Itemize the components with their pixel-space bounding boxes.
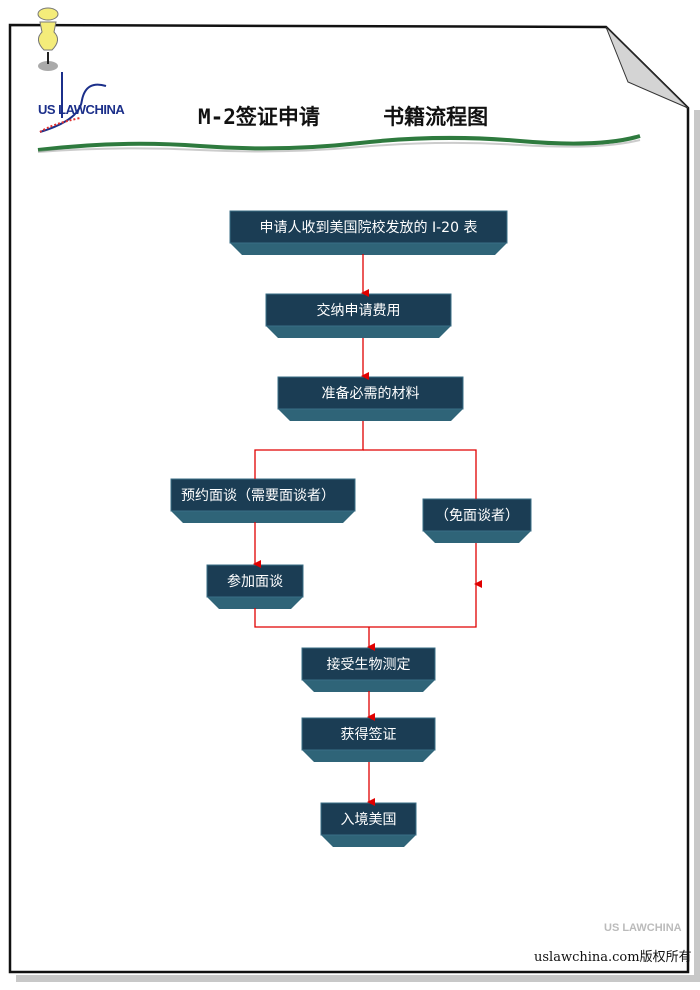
box-bevel: [302, 750, 435, 762]
step-receive-i20: 申请人收到美国院校发放的 I-20 表: [259, 220, 478, 236]
flow-boxes: [170, 210, 532, 847]
box-face: [229, 210, 508, 244]
step-get-visa: 获得签证: [340, 727, 397, 743]
box-bevel: [171, 511, 355, 523]
page-title: M-2签证申请 书籍流程图: [198, 105, 489, 129]
step-attend-interview: 参加面谈: [227, 574, 283, 590]
folded-corner: [605, 26, 689, 109]
box-bevel: [207, 597, 303, 609]
step-pay-fee: 交纳申请费用: [316, 303, 401, 319]
box-bevel: [302, 680, 435, 692]
copyright-text: uslawchina.com版权所有: [534, 950, 692, 965]
step-prepare-materials: 准备必需的材料: [321, 386, 420, 402]
box-bevel: [230, 243, 507, 255]
logo-icon: [39, 72, 107, 133]
box-face: [265, 293, 452, 327]
vine-divider: [37, 134, 641, 153]
step-biometrics: 接受生物测定: [326, 657, 411, 673]
box-face: [206, 564, 304, 598]
logo-text: US LAWCHINA: [38, 102, 125, 117]
step-enter-us: 入境美国: [340, 812, 397, 828]
watermark-logo: US LAWCHINA: [604, 922, 682, 934]
step-schedule-interview: 预约面谈（需要面谈者）: [181, 488, 335, 504]
box-face: [320, 802, 417, 836]
connectors: [253, 254, 482, 806]
box-bevel: [266, 326, 451, 338]
step-interview-waived: （免面谈者）: [435, 508, 519, 524]
box-face: [422, 498, 532, 532]
box-face: [301, 647, 436, 681]
box-bevel: [321, 835, 416, 847]
box-face: [277, 376, 464, 410]
pushpin-icon: [37, 7, 59, 71]
box-face: [170, 478, 356, 512]
box-bevel: [423, 531, 531, 543]
box-bevel: [278, 409, 463, 421]
